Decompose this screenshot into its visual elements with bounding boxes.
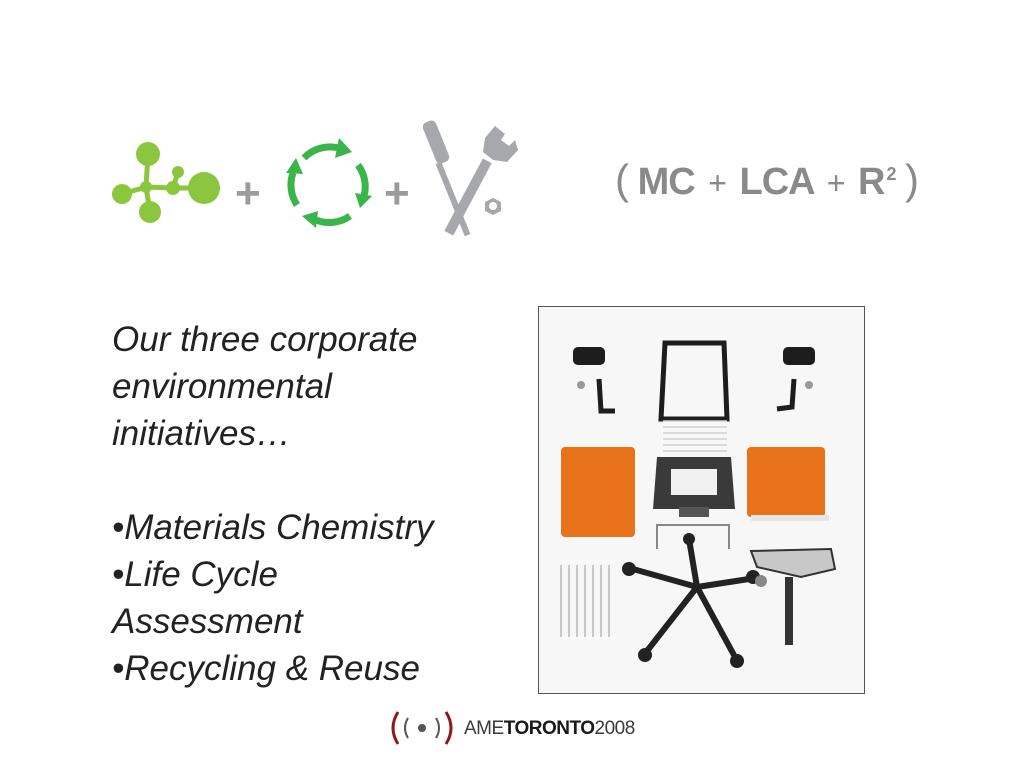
footer-wordmark: AMETORONTO2008 <box>464 718 635 740</box>
formula-term-r: R <box>857 161 885 203</box>
intro-line: initiatives… <box>112 414 291 453</box>
chair-parts-illustration <box>539 307 864 693</box>
footer-prefix: AME <box>464 718 504 739</box>
formula-term-mc: MC <box>637 161 696 203</box>
bullet-materials-chemistry: •Materials Chemistry <box>112 508 434 547</box>
formula-plus: + <box>708 165 727 201</box>
formula-plus: + <box>826 165 846 201</box>
recycle-arrows-icon <box>286 138 372 228</box>
disassembled-chair-photo <box>538 306 865 694</box>
spacer <box>112 457 512 504</box>
bullet-recycling-reuse: •Recycling & Reuse <box>112 649 420 688</box>
initiatives-text: Our three corporate environmental initia… <box>112 316 512 692</box>
ame-toronto-logo: AMETORONTO2008 <box>388 708 648 748</box>
intro-line: Our three corporate <box>112 320 418 359</box>
bullet-life-cycle: •Life Cycle <box>112 555 278 594</box>
molecule-icon <box>112 142 220 223</box>
wrench-screwdriver-icon <box>423 120 518 237</box>
formula-exponent: 2 <box>886 164 896 185</box>
formula-term-lca: LCA <box>739 161 814 203</box>
plus-sign: + <box>384 169 410 218</box>
bullet-life-cycle-cont: Assessment <box>112 602 303 641</box>
footer-year: 2008 <box>594 718 636 739</box>
broadcast-signal-icon <box>391 711 453 745</box>
formula-open-paren: ( <box>615 156 629 203</box>
footer-city: TORONTO <box>503 718 595 739</box>
formula-close-paren: ) <box>905 156 919 203</box>
plus-sign: + <box>235 169 261 218</box>
intro-line: environmental <box>112 367 332 406</box>
initiative-icons: + + <box>108 112 528 247</box>
